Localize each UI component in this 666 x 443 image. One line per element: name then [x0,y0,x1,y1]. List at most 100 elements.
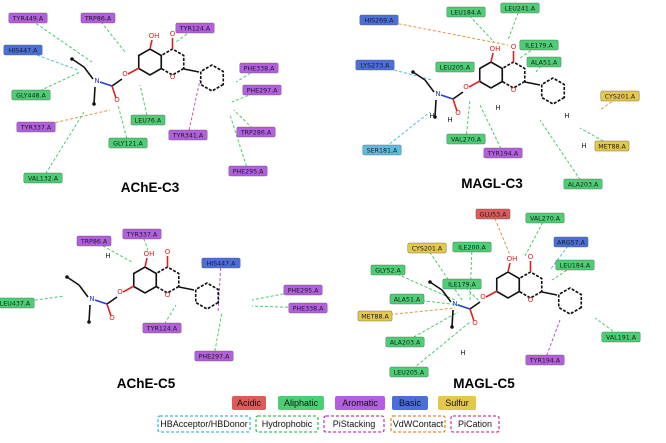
residue-box [389,293,425,305]
legend-swatch [232,396,266,410]
interaction-line [42,111,85,179]
interaction-line [378,19,509,46]
bond [78,284,89,298]
residue-box [407,242,447,254]
residue-name: PHE297.A [199,353,231,360]
interaction-line [139,84,149,121]
residue-label: LEU76.A [130,114,166,126]
legend-interaction-type: HBAcceptor/HBDonor [157,415,251,433]
legend-interaction-type: PiStacking [323,415,385,433]
bond [88,304,91,323]
residue-box [359,14,399,26]
ring [155,266,180,294]
residue-box [370,264,406,276]
interaction-line [492,213,511,256]
atom-dot [65,275,69,279]
residue-label: ILE179.A [442,278,482,290]
residue-name: PHE338.A [293,305,325,312]
bond [541,291,558,296]
residue-label: CYS201.A [407,242,447,254]
legend-swatch [157,415,251,433]
legend-swatch [450,415,500,433]
residue-label: LEU184.A [555,259,595,271]
atom-label: N [89,295,94,303]
residue-name: TYR124.A [146,325,178,332]
interaction-line [469,246,473,301]
atom-dot [70,57,74,61]
residue-name: ARG57.A [557,239,586,246]
atom-dot [411,70,415,74]
interaction-line [544,319,561,361]
residue-box [601,331,641,343]
residue-box [357,310,393,322]
residue-box [11,89,51,101]
residue-box [435,61,475,73]
legend-label: HBAcceptor/HBDonor [160,419,248,429]
atom-label: N [94,77,99,85]
residue-box [288,302,328,314]
bond [111,78,123,87]
residue-name: MET88.A [598,143,626,150]
residue-label: TRP286.A [236,126,276,138]
residue-name: LEU76.A [135,117,162,124]
atom-dot [450,325,454,329]
residue-name: GLY121.A [113,140,143,147]
residue-box [283,284,323,296]
legend-label: Sulfur [445,398,469,408]
residue-box [500,2,540,14]
atom-label: O [114,96,120,104]
interaction-line [551,264,576,281]
atom-dot [92,102,96,106]
residue-box [8,12,48,24]
atom-label: N [452,300,457,308]
residue-box [525,212,565,224]
residue-name: LEU184.A [560,262,591,269]
residue-name: HIS269.A [365,17,395,24]
atom-label: OH [490,45,501,53]
legend-residue-type: Acidic [232,396,266,410]
atom-label: O [455,109,461,117]
residue-name: CYS201.A [412,245,443,252]
residue-label: PHE295.A [283,284,323,296]
interaction-line [161,304,177,329]
interaction-line [251,305,309,309]
residue-label: TYR194.A [483,147,523,159]
panel-title-magl-c5: MAGL-C5 [453,376,515,391]
residue-name: PHE338.A [244,65,276,72]
legend-swatch [255,415,319,433]
bond [452,91,464,100]
residue-box [475,208,511,220]
legend-label: Aromatic [342,398,378,408]
residue-box [76,235,112,247]
interaction-line [187,79,201,136]
residue-label: TRP86.A [80,12,116,24]
residue-name: SER181.A [367,147,398,154]
residue-box [483,147,523,159]
residue-box [563,178,603,190]
ring [501,61,526,89]
residue-name: TRP86.A [80,238,108,245]
residue-label: SER181.A [362,144,402,156]
residue-label: ALA203.A [385,336,425,348]
residue-label: TYR337.A [16,121,56,133]
bond [111,85,117,99]
residue-name: GLU53.A [479,211,507,218]
interaction-line [479,104,504,154]
ring [540,77,566,105]
residue-label: PHE295.A [228,165,268,177]
legend-label: PiCation [458,419,492,429]
interaction-line [599,95,621,111]
residue-box [236,126,276,138]
residue-name: HIS447.A [9,47,39,54]
atom-label: N [435,90,440,98]
residue-label: TYR124.A [175,22,215,34]
residue-name: PHE297.A [247,87,279,94]
residue-box [519,39,559,51]
interaction-line [30,71,81,96]
bond [469,301,481,310]
residue-box [108,137,148,149]
residue-label: PHE297.A [242,84,282,96]
